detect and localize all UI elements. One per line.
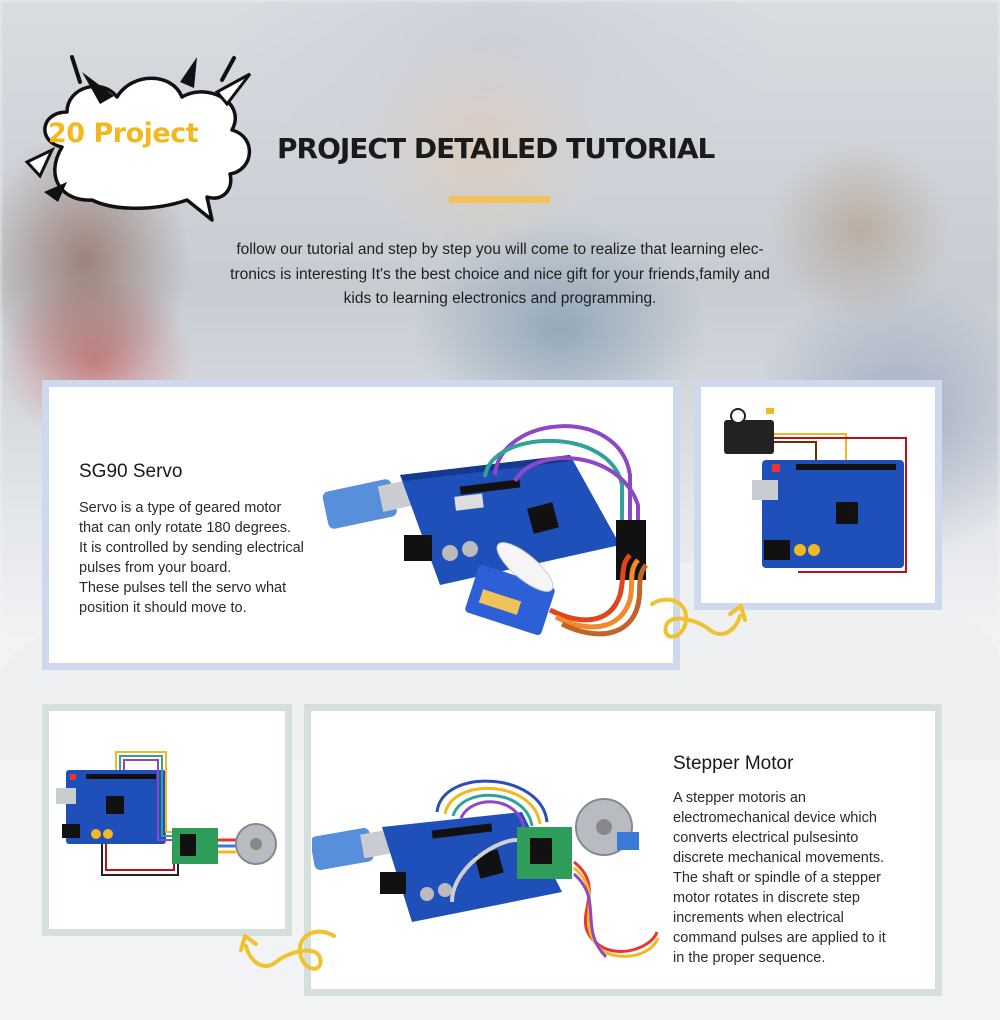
stepper-description: A stepper motoris an electromechanical d… <box>673 788 886 968</box>
stepper-arduino-illustration <box>312 779 660 959</box>
servo-arduino-illustration <box>322 424 649 637</box>
stepper-desc-line: electromechanical device which <box>673 810 877 826</box>
loop-arrow-icon <box>239 929 336 971</box>
servo-desc-line: It is controlled by sending electrical <box>79 540 304 556</box>
intro-line: tronics is interesting It's the best cho… <box>230 265 770 283</box>
servo-desc-line: These pulses tell the servo what <box>79 580 287 596</box>
page-title: PROJECT DETAILED TUTORIAL <box>277 132 715 165</box>
stepper-desc-line: increments when electrical <box>673 910 844 926</box>
stepper-desc-line: The shaft or spindle of a stepper <box>673 870 881 886</box>
intro-line: follow our tutorial and step by step you… <box>236 241 764 258</box>
intro-line: kids to learning electronics and program… <box>343 290 657 307</box>
project-badge-bubble <box>24 55 252 222</box>
stepper-desc-line: motor rotates in discrete step <box>673 890 860 906</box>
stepper-desc-line: command pulses are applied to it <box>673 930 886 946</box>
servo-title: SG90 Servo <box>79 461 183 482</box>
servo-desc-line: Servo is a type of geared motor <box>79 500 282 516</box>
stepper-desc-line: converts electrical pulsesinto <box>673 830 859 846</box>
stepper-title: Stepper Motor <box>673 753 794 774</box>
stepper-wiring-diagram <box>56 751 277 876</box>
title-underline <box>449 196 550 203</box>
servo-desc-line: that can only rotate 180 degrees. <box>79 520 292 536</box>
stepper-desc-line: A stepper motoris an <box>673 790 806 806</box>
stepper-desc-line: discrete mechanical movements. <box>673 850 885 866</box>
servo-desc-line: pulses from your board. <box>79 560 232 576</box>
servo-description: Servo is a type of geared motor that can… <box>79 498 304 618</box>
stepper-desc-line: in the proper sequence. <box>673 950 826 966</box>
servo-desc-line: position it should move to. <box>79 600 247 616</box>
intro-paragraph: follow our tutorial and step by step you… <box>150 238 850 312</box>
badge-label: 20 Project <box>48 118 199 149</box>
loop-arrow-icon <box>650 597 747 639</box>
servo-wiring-diagram <box>724 408 907 573</box>
